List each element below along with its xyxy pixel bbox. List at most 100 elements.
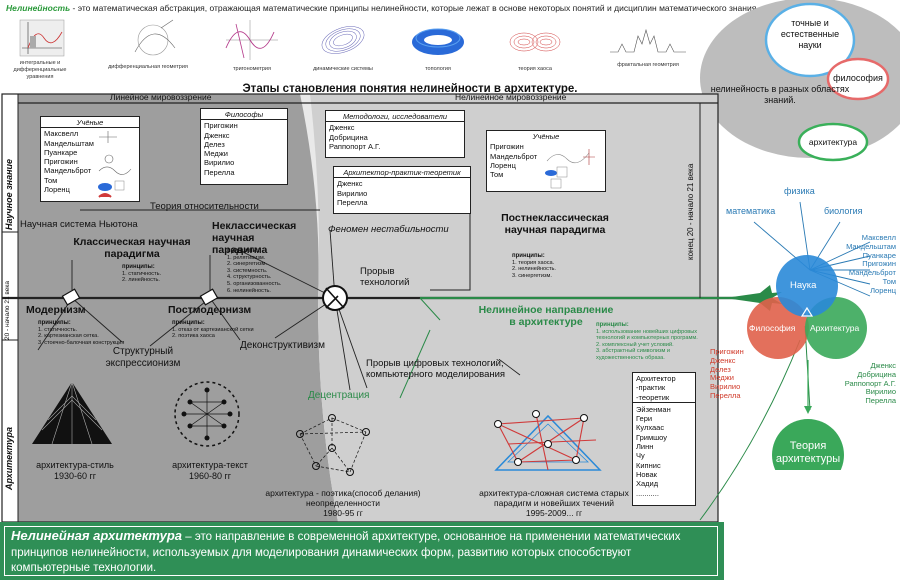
row-label-scientific: Научное знание [4, 158, 14, 230]
principle: 1. статичность. [122, 270, 162, 277]
principle: 2. нелинейность. [512, 266, 556, 273]
chaos-theory-thumbnail [500, 20, 570, 64]
architect-name: Эйзенман [636, 404, 671, 414]
architect-name: Линн [636, 442, 654, 452]
footer-text: Нелинейная архитектура – это направление… [4, 526, 718, 576]
philosopher-name: Меджи [204, 149, 228, 159]
scientist-icons [98, 131, 132, 198]
methodologist-name: Добрицина [329, 132, 368, 142]
principle: 1. отказ от картезианской сетки [172, 326, 254, 333]
arch-complex-label: архитектура-сложная система старых парад… [479, 488, 629, 518]
principle: 1. использование новейших цифровых техно… [596, 328, 698, 342]
scientist-name: Максвелл [44, 129, 79, 139]
trigonometry-thumbnail [222, 18, 282, 64]
scientists-box-2: Учёные Пригожин Мандельброт Лоренц Том [486, 130, 606, 192]
principles-title: принципы: [596, 322, 629, 328]
principle: 3. абстрактный символизм и художественно… [596, 348, 671, 361]
exact-sciences-circle [764, 2, 856, 78]
venn-science-label: Наука [790, 280, 817, 291]
scientist-name: Пригожин [44, 157, 78, 167]
technology-breakthrough: Прорыв технологий [360, 266, 410, 288]
architect-name: Кулхаас [636, 423, 665, 433]
branch-mathematics: математика [726, 206, 776, 216]
newton-system: Научная система Ньютона [20, 219, 138, 230]
principles-title: принципы: [512, 253, 545, 259]
box-title: Архитектор-практик-теоретик [334, 168, 470, 179]
principle: 1. релятивизм. [227, 254, 266, 261]
science-names: Максвелл Мандельштам Пуанкаре Пригожин М… [846, 233, 896, 295]
digital-breakthrough: Прорыв цифровых технологий, компьютерног… [366, 358, 506, 380]
row-label-architecture: Архитектура [4, 426, 14, 490]
discipline-label: теория хаоса [518, 66, 552, 72]
theorist-name: Дженкс [337, 179, 363, 189]
philosopher-name: Пригожин [204, 121, 238, 131]
postmodernism-principles: принципы: 1. отказ от картезианской сетк… [172, 320, 254, 340]
scientist-name: Том [44, 175, 58, 185]
discipline-label: фрактальная геометрия [617, 62, 679, 68]
venn-philosophy-label: Философия [749, 323, 796, 333]
architects-box: Архитектор -практик -теоретик Эйзенман Г… [632, 372, 696, 506]
philosopher-name: Вирилио [204, 158, 235, 168]
scientist-icons [545, 149, 595, 189]
principle: 1. статичность. [38, 326, 78, 333]
scientist-name: Том [490, 170, 504, 180]
principle: 6. нелинейность. [227, 287, 271, 294]
integral-equations-thumbnail [10, 18, 70, 64]
modernism-principles: принципы: 1. статичность. 2. картезианск… [38, 320, 124, 346]
architect-name: Кипнис [636, 460, 661, 470]
stages-title: Этапы становления понятия нелинейности в… [242, 83, 578, 95]
instability-phenomenon: Феномен нестабильности [328, 224, 449, 235]
postmodernism: Постмодернизм [168, 304, 252, 316]
box-title: Учёные [532, 132, 560, 141]
venn-architecture-label: Архитектура [810, 323, 860, 333]
philosopher-name: Перелла [204, 167, 235, 177]
differential-geometry-thumbnail [125, 18, 185, 64]
principles-title: принципы: [122, 264, 155, 270]
architect-name: Гери [636, 414, 653, 424]
fractal-geometry-thumbnail [608, 22, 688, 62]
relativity-theory: Теория относительности [150, 201, 259, 212]
nonlinear-principles: принципы: 1. использование новейших цифр… [596, 322, 708, 362]
architecture-circle [797, 122, 869, 162]
philosopher-name: Дженкс [204, 130, 230, 140]
nonlinear-direction: Нелинейное направление в архитектуре [478, 304, 614, 328]
methodologist-name: Дженкс [329, 123, 355, 133]
decentration: Децентрация [308, 390, 370, 401]
scientist-name: Мандельштам [44, 138, 94, 148]
methodologist-name: Раппопорт А.Г. [329, 141, 381, 151]
principle: 2. линейность. [122, 277, 160, 284]
principles-title: принципы: [38, 320, 71, 326]
scientist-name: Лоренц [44, 185, 70, 195]
scientist-name: Пуанкаре [44, 147, 78, 157]
philosopher-name: Делез [204, 139, 225, 149]
postnonclassical-principles: принципы: 1. теория хаоса. 2. нелинейнос… [512, 253, 556, 279]
nonclassical-paradigm: Неклассическая научная парадигма [212, 220, 297, 256]
scientist-name: Мандельброт [44, 166, 92, 176]
scientist-name: Лоренц [490, 160, 516, 170]
linear-worldview: Линейное мировоззрение [110, 92, 212, 102]
philosopher-names: Пригожин Дженкс Делез Меджи Вирилио Пере… [710, 347, 744, 400]
discipline-label: динамические системы [313, 66, 373, 72]
branch-biology: биология [824, 206, 863, 216]
arch-style-pyramid-icon [32, 381, 112, 445]
principle: 3. стоечно-балочная конструкция [38, 339, 125, 346]
knowledge-areas-circles [700, 0, 900, 162]
architect-name: ........... [636, 488, 659, 498]
dynamic-systems-thumbnail [313, 18, 373, 64]
principle: 2. комплексный учет условий. [596, 341, 674, 348]
architect-name: Хадид [636, 479, 659, 489]
footer-term: Нелинейная архитектура [11, 528, 183, 543]
arch-text-network-icon [174, 381, 240, 447]
classical-paradigm: Классическая научная парадигма [73, 236, 191, 260]
philosophy-circle [826, 57, 890, 101]
theorist-name: Вирилио [337, 188, 368, 198]
principle: 2. поэтика хаоса [172, 333, 215, 340]
scientists-box: Учёные Максвелл Мандельштам Пуанкаре При… [40, 116, 140, 202]
discipline-label: интегральные и дифференциальные уравнени… [13, 60, 67, 80]
modernism: Модернизм [26, 304, 86, 316]
methodologist-names: Дженкс Добрицина Раппопорт А.Г. Вирилио … [844, 361, 896, 406]
architect-name: Гримшоу [636, 432, 668, 442]
period-left-label: 20 - начало 21 века [4, 281, 11, 340]
philosophy-label: философия [833, 73, 883, 83]
